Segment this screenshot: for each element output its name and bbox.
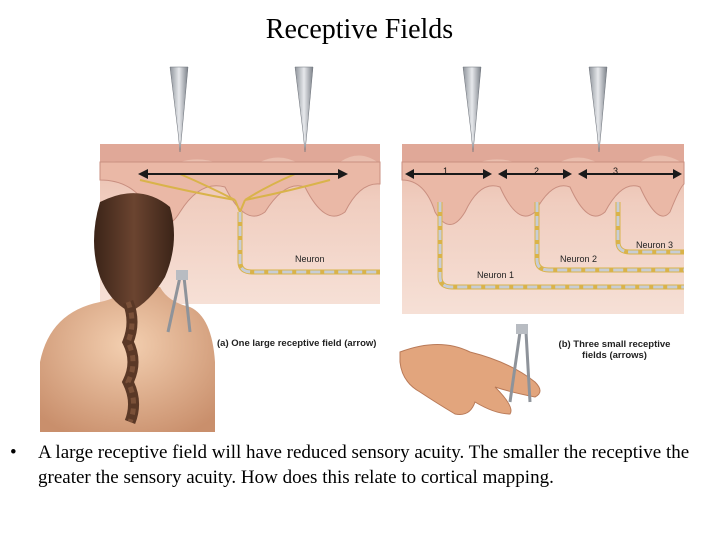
receptive-fields-illustration: Neuron (a) One large receptive field (ar… bbox=[40, 62, 690, 432]
panel-b-caption-line2: fields (arrows) bbox=[582, 350, 647, 361]
slide-title: Receptive Fields bbox=[265, 14, 454, 45]
field-number-3: 3 bbox=[613, 166, 619, 176]
neuron-2-label: Neuron 2 bbox=[560, 254, 598, 264]
panel-b-skin bbox=[401, 144, 685, 314]
neuron-3-label: Neuron 3 bbox=[636, 240, 674, 250]
panel-b-caption: (b) Three small receptive fields (arrows… bbox=[547, 339, 682, 361]
field-number-2: 2 bbox=[534, 166, 540, 176]
panel-a-needles bbox=[169, 66, 314, 153]
illustration-svg bbox=[40, 66, 685, 432]
hand-figure bbox=[399, 324, 541, 415]
woman-back-figure bbox=[40, 193, 215, 432]
panel-b-needles bbox=[462, 66, 608, 153]
neuron-1-label: Neuron 1 bbox=[477, 270, 515, 280]
bullet-text: A large receptive field will have reduce… bbox=[38, 442, 690, 488]
panel-a-neuron-label: Neuron bbox=[295, 254, 325, 264]
bullet-marker: • bbox=[10, 442, 17, 463]
panel-a-caption: (a) One large receptive field (arrow) bbox=[217, 338, 377, 349]
panel-b-caption-line1: (b) Three small receptive bbox=[558, 339, 671, 350]
field-number-1: 1 bbox=[443, 166, 449, 176]
